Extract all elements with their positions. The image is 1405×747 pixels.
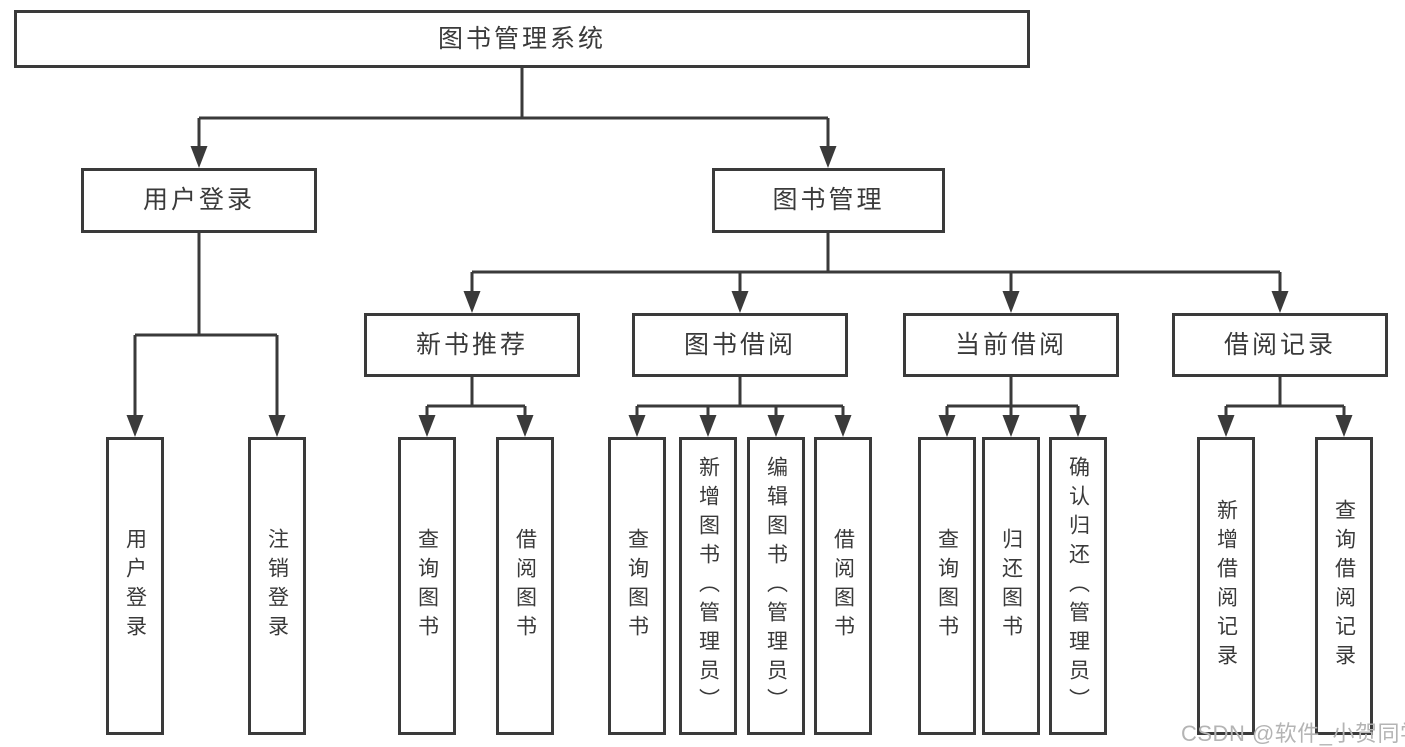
leaf-add-book-admin-label: 新增图书（管理员）: [696, 455, 720, 717]
leaf-query-books-1-label: 查询图书: [415, 528, 439, 644]
leaf-edit-book-admin: 编辑图书（管理员）: [747, 437, 805, 735]
leaf-logout: 注销登录: [248, 437, 306, 735]
leaf-add-borrow-record-label: 新增借阅记录: [1214, 499, 1238, 673]
leaf-confirm-return-admin-label: 确认归还（管理员）: [1066, 455, 1090, 717]
node-book-management-label: 图书管理: [772, 186, 885, 214]
leaf-borrow-books-1-label: 借阅图书: [513, 528, 537, 644]
node-book-borrow: 图书借阅: [632, 313, 848, 377]
leaf-add-book-admin: 新增图书（管理员）: [679, 437, 737, 735]
leaf-query-books-3-label: 查询图书: [935, 528, 959, 644]
leaf-add-borrow-record: 新增借阅记录: [1197, 437, 1255, 735]
trunk-lines: [135, 68, 1344, 408]
arrow-shafts: [133, 118, 1346, 421]
leaf-return-book-label: 归还图书: [999, 528, 1023, 644]
leaf-query-books-2-label: 查询图书: [625, 528, 649, 644]
leaf-query-books-2: 查询图书: [608, 437, 666, 735]
leaf-query-borrow-record: 查询借阅记录: [1315, 437, 1373, 735]
node-library-system-label: 图书管理系统: [437, 24, 606, 53]
leaf-edit-book-admin-label: 编辑图书（管理员）: [764, 455, 788, 717]
leaf-query-books-3: 查询图书: [918, 437, 976, 735]
node-current-borrow-label: 当前借阅: [954, 330, 1067, 359]
node-user-login-label: 用户登录: [142, 186, 255, 214]
arrow-heads: [126, 146, 1353, 437]
leaf-query-books-1: 查询图书: [398, 437, 456, 735]
leaf-user-login-label: 用户登录: [123, 528, 147, 644]
csdn-watermark: CSDN @软件_小贺同学: [1181, 721, 1405, 746]
node-library-system: 图书管理系统: [14, 10, 1030, 68]
leaf-user-login: 用户登录: [106, 437, 164, 735]
leaf-logout-label: 注销登录: [265, 528, 289, 644]
node-user-login: 用户登录: [81, 168, 317, 233]
node-current-borrow: 当前借阅: [903, 313, 1119, 377]
node-borrow-records: 借阅记录: [1172, 313, 1388, 377]
leaf-borrow-books-2: 借阅图书: [814, 437, 872, 735]
node-book-borrow-label: 图书借阅: [683, 330, 796, 359]
node-new-book-recommend: 新书推荐: [364, 313, 580, 377]
leaf-query-borrow-record-label: 查询借阅记录: [1332, 499, 1356, 673]
node-new-book-recommend-label: 新书推荐: [415, 330, 528, 359]
leaf-borrow-books-2-label: 借阅图书: [831, 528, 855, 644]
leaf-confirm-return-admin: 确认归还（管理员）: [1049, 437, 1107, 735]
leaf-return-book: 归还图书: [982, 437, 1040, 735]
node-borrow-records-label: 借阅记录: [1223, 330, 1336, 359]
node-book-management: 图书管理: [712, 168, 945, 233]
leaf-borrow-books-1: 借阅图书: [496, 437, 554, 735]
